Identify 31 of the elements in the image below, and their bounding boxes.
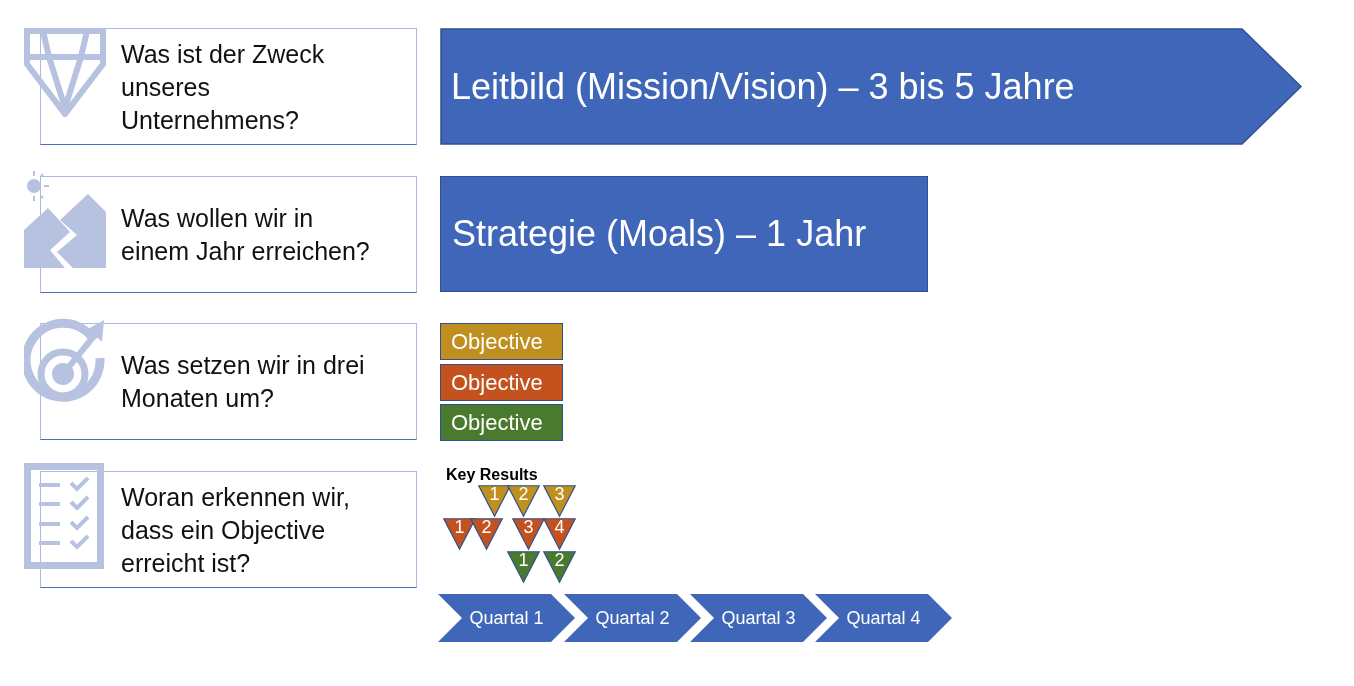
question-card <box>40 471 417 588</box>
question-text: Was setzen wir in drei Monaten um? <box>121 349 366 414</box>
section-heading: Key Results <box>446 466 538 484</box>
key-result-number: 4 <box>554 518 565 537</box>
key-result-number: 1 <box>454 518 465 537</box>
question-text: Woran erkennen wir, dass ein Objective erreicht ist? <box>121 481 351 578</box>
key-result-number: 1 <box>489 485 500 504</box>
key-result-number: 3 <box>523 518 534 537</box>
key-result-number: 3 <box>554 485 565 504</box>
objective-text: Objective <box>451 409 543 436</box>
objective-box <box>440 404 563 441</box>
question-card <box>40 176 417 293</box>
quarter-label: Quartal 1 <box>469 607 544 629</box>
key-result-number: 2 <box>518 485 529 504</box>
banner-title: Leitbild (Mission/Vision) – 3 bis 5 Jahre <box>451 65 1075 108</box>
objective-box <box>440 323 563 360</box>
banner-title: Strategie (Moals) – 1 Jahr <box>452 213 867 255</box>
question-card <box>40 28 417 145</box>
question-text: Was wollen wir in einem Jahr erreichen? <box>121 202 371 267</box>
question-text: Was ist der Zweck unseres Unternehmens? <box>121 38 326 135</box>
quarter-label: Quartal 3 <box>721 607 796 629</box>
objective-box <box>440 364 563 401</box>
quarter-label: Quartal 2 <box>595 607 670 629</box>
question-card <box>40 323 417 440</box>
objective-text: Objective <box>451 369 543 396</box>
strategy-banner <box>440 176 928 292</box>
objective-text: Objective <box>451 328 543 355</box>
key-result-number: 2 <box>554 551 565 570</box>
key-result-number: 1 <box>518 551 529 570</box>
quarter-label: Quartal 4 <box>846 607 921 629</box>
key-result-number: 2 <box>481 518 492 537</box>
